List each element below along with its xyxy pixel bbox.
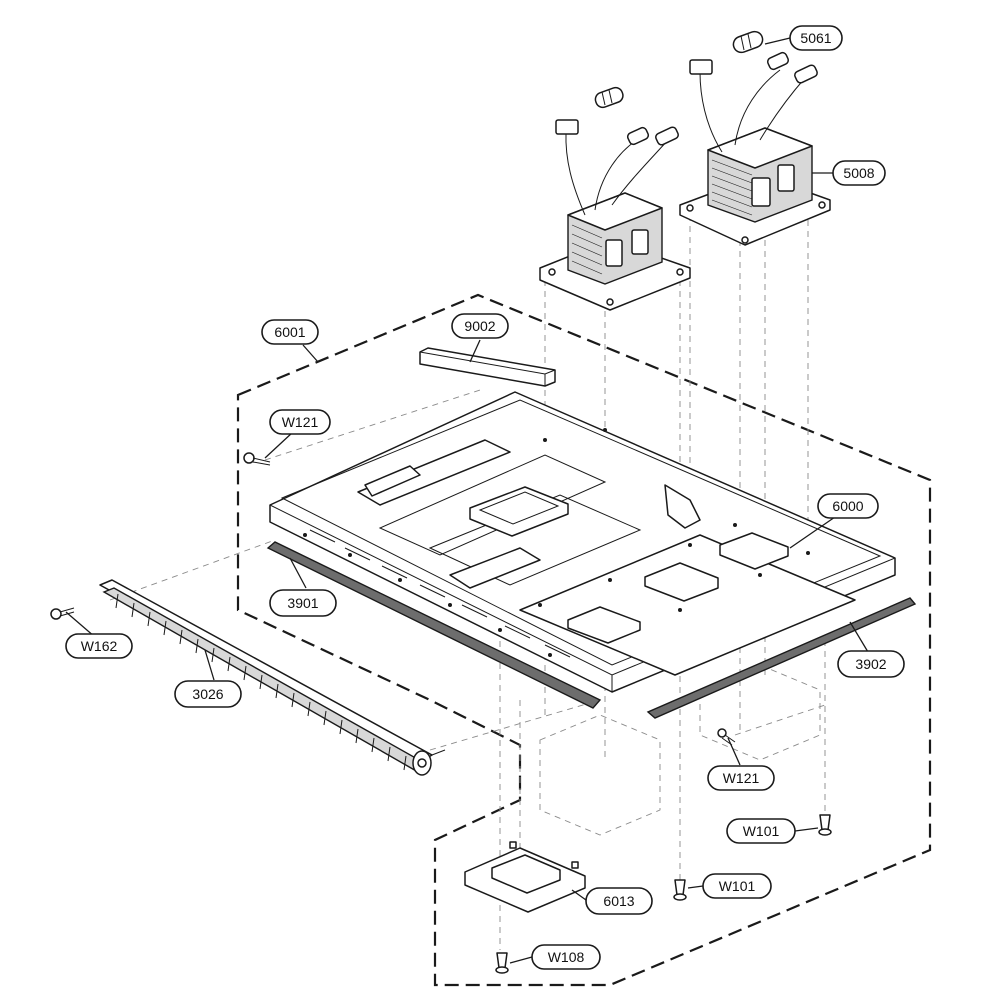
screw-w121-bottom[interactable] bbox=[717, 728, 736, 746]
callout-5061[interactable]: 5061 bbox=[789, 25, 843, 51]
callout-w101-center[interactable]: W101 bbox=[702, 873, 772, 899]
callout-label-3901: 3901 bbox=[287, 595, 318, 611]
gasket-3902[interactable] bbox=[646, 597, 917, 719]
assembly-boundary-outline bbox=[236, 293, 932, 987]
callout-label-w162: W162 bbox=[81, 638, 118, 654]
callout-label-5061: 5061 bbox=[800, 30, 831, 46]
callout-3901[interactable]: 3901 bbox=[269, 589, 337, 617]
callout-label-w101-center: W101 bbox=[719, 878, 756, 894]
callout-label-6001: 6001 bbox=[274, 324, 305, 340]
callout-label-w101-right: W101 bbox=[743, 823, 780, 839]
callout-w121-top[interactable]: W121 bbox=[269, 409, 331, 435]
callout-6000[interactable]: 6000 bbox=[817, 493, 879, 519]
callout-label-w121-bottom: W121 bbox=[723, 770, 760, 786]
callout-w121-bottom[interactable]: W121 bbox=[707, 765, 775, 791]
callout-6001[interactable]: 6001 bbox=[261, 319, 319, 345]
callout-3902[interactable]: 3902 bbox=[837, 650, 905, 678]
callout-label-5008: 5008 bbox=[843, 165, 874, 181]
callout-label-w121-top: W121 bbox=[282, 414, 319, 430]
callout-label-3902: 3902 bbox=[855, 656, 886, 672]
callout-label-6013: 6013 bbox=[603, 893, 634, 909]
bracket-9002[interactable] bbox=[419, 347, 556, 387]
callout-w162[interactable]: W162 bbox=[65, 633, 133, 659]
base-plate-6000[interactable] bbox=[269, 391, 896, 693]
screw-w101-right[interactable] bbox=[818, 814, 832, 836]
transformer-lower[interactable] bbox=[539, 119, 691, 311]
leader-lines bbox=[65, 37, 869, 964]
callout-9002[interactable]: 9002 bbox=[451, 313, 509, 339]
gasket-3901[interactable] bbox=[266, 541, 602, 709]
screw-w108[interactable] bbox=[495, 952, 509, 974]
callout-w108[interactable]: W108 bbox=[531, 944, 601, 970]
connector-5061-upper[interactable] bbox=[731, 29, 765, 54]
heater-3026[interactable] bbox=[99, 579, 446, 776]
screw-w101-center[interactable] bbox=[673, 879, 687, 901]
callout-w101-right[interactable]: W101 bbox=[726, 818, 796, 844]
connector-lower[interactable] bbox=[593, 86, 624, 110]
callout-3026[interactable]: 3026 bbox=[174, 680, 242, 708]
screw-w121-top[interactable] bbox=[243, 452, 271, 466]
callout-label-6000: 6000 bbox=[832, 498, 863, 514]
cover-6013[interactable] bbox=[464, 841, 586, 913]
callout-label-w108: W108 bbox=[548, 949, 585, 965]
callout-6013[interactable]: 6013 bbox=[585, 887, 653, 915]
callout-label-3026: 3026 bbox=[192, 686, 223, 702]
callout-5008[interactable]: 5008 bbox=[832, 160, 886, 186]
transformer-5008[interactable] bbox=[679, 51, 831, 246]
callout-label-9002: 9002 bbox=[464, 318, 495, 334]
screw-w162[interactable] bbox=[50, 607, 75, 620]
